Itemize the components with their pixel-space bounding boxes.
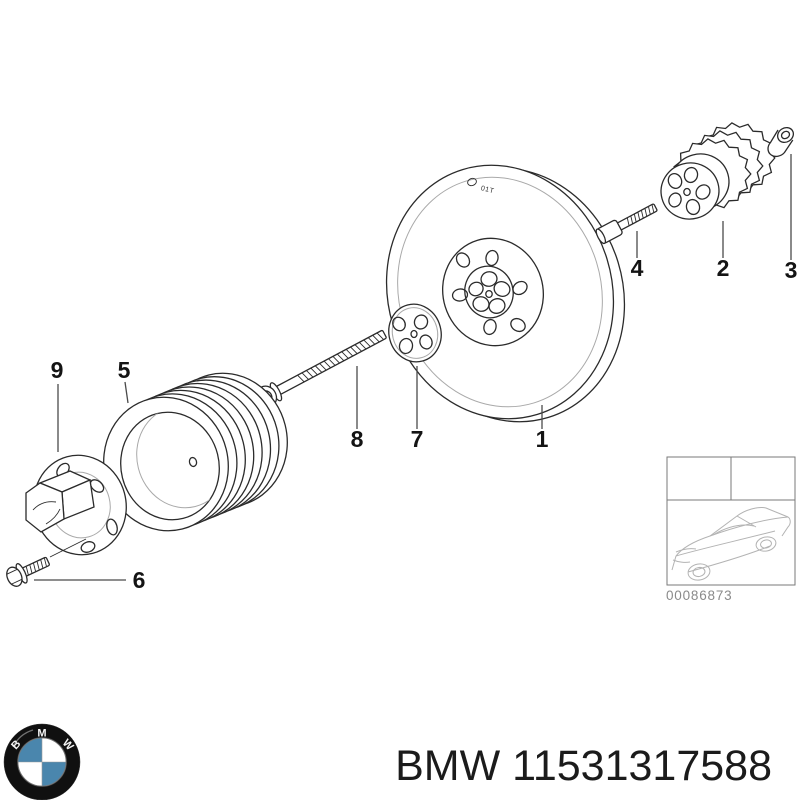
hub-bolt [6, 538, 87, 587]
callout-8[interactable]: 8 [351, 426, 364, 452]
flywheel-stamp: 01T [467, 177, 495, 195]
footer: B M W BMW 11531317588 [3, 723, 772, 800]
chain-sprocket [660, 122, 776, 220]
callout-3[interactable]: 3 [785, 257, 798, 283]
vehicle-thumbnail[interactable]: 00086873 [666, 456, 796, 603]
callout-labels: 1 2 3 4 5 6 7 8 9 [51, 255, 798, 593]
callout-9[interactable]: 9 [51, 357, 64, 383]
spacer-plate [388, 303, 442, 363]
callout-6[interactable]: 6 [133, 567, 146, 593]
logo-letter-m: M [37, 728, 46, 740]
car-sketch [671, 507, 791, 581]
part-number-line: BMW 11531317588 [395, 742, 772, 790]
bmw-logo: B M W [3, 723, 81, 800]
part-number-text: 11531317588 [512, 742, 772, 790]
hex-boss-front-face [25, 482, 65, 533]
belt-pulley [103, 372, 288, 532]
hub [25, 454, 127, 556]
callout-7[interactable]: 7 [411, 426, 424, 452]
leader-lines [34, 154, 792, 581]
brand-text: BMW [395, 742, 501, 790]
callout-2[interactable]: 2 [717, 255, 730, 281]
flywheel-marking-text: 01T [480, 185, 495, 195]
callout-4[interactable]: 4 [631, 255, 644, 281]
callout-1[interactable]: 1 [536, 426, 549, 452]
sprocket-bolt [595, 203, 658, 245]
callout-5[interactable]: 5 [118, 357, 131, 383]
bolt-threads [297, 332, 384, 382]
flywheel: 01T [385, 164, 626, 423]
thumbnail-image-number: 00086873 [666, 588, 732, 603]
bushing [767, 126, 795, 158]
